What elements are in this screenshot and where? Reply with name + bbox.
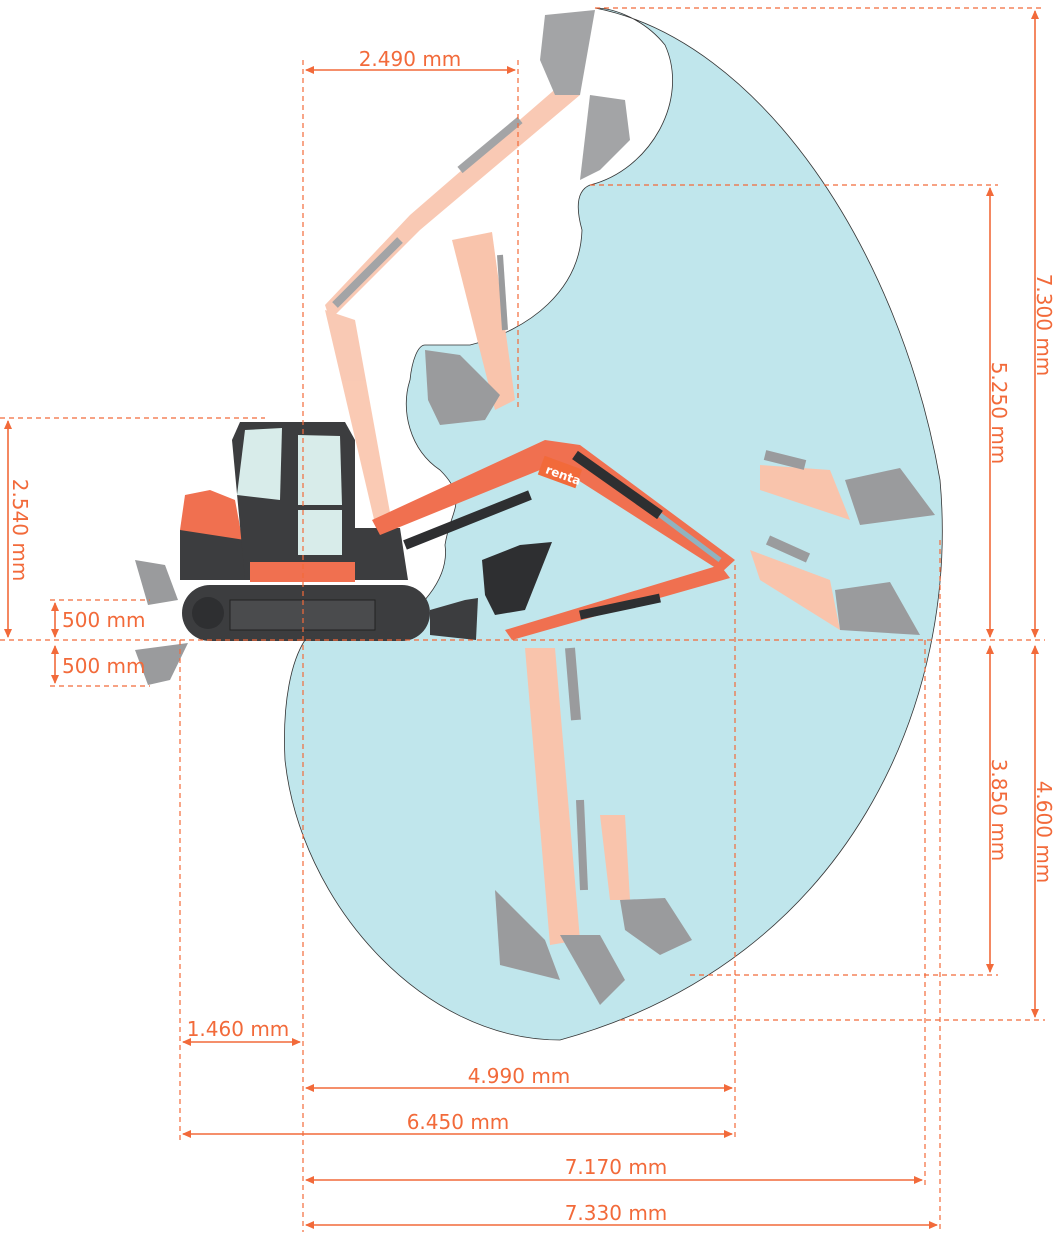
ghost-arm-tuck <box>425 232 515 425</box>
dimension-overall-length: 6.450 mm <box>182 1110 733 1138</box>
svg-text:500 mm: 500 mm <box>62 654 146 678</box>
dimension-min-swing: 4.990 mm <box>305 1064 733 1092</box>
extension-lines <box>0 7 1045 1232</box>
dimension-machine-height: 2.540 mm <box>4 420 32 638</box>
svg-text:2.540 mm: 2.540 mm <box>8 479 32 582</box>
svg-text:7.330 mm: 7.330 mm <box>565 1201 668 1225</box>
dimension-blade-lift: 500 mm <box>51 602 146 638</box>
dimension-vertical-depth: 4.600 mm <box>1031 645 1056 1018</box>
svg-text:4.600 mm: 4.600 mm <box>1032 781 1056 884</box>
svg-text:7.170 mm: 7.170 mm <box>565 1155 668 1179</box>
ghost-arm-down <box>495 647 692 1005</box>
svg-text:3.850 mm: 3.850 mm <box>987 759 1011 862</box>
dimension-tail-length: 1.460 mm <box>182 1017 301 1046</box>
dimension-top-reach: 2.490 mm <box>305 47 516 74</box>
dimension-max-height: 7.300 mm <box>1031 9 1056 638</box>
dimension-dig-depth: 3.850 mm <box>986 645 1011 973</box>
svg-text:6.450 mm: 6.450 mm <box>407 1110 510 1134</box>
ghost-arm-right <box>750 450 935 635</box>
svg-text:1.460 mm: 1.460 mm <box>187 1017 290 1041</box>
ghost-arm-top <box>325 10 630 545</box>
svg-text:2.490 mm: 2.490 mm <box>359 47 462 71</box>
dimension-max-reach: 7.330 mm <box>305 1201 938 1229</box>
blade-up-ghost <box>135 560 178 605</box>
blade-down-ghost <box>135 643 188 685</box>
svg-text:5.250 mm: 5.250 mm <box>987 362 1011 465</box>
dimension-blade-drop: 500 mm <box>51 645 146 684</box>
dimension-dump-height: 5.250 mm <box>986 187 1011 638</box>
svg-text:4.990 mm: 4.990 mm <box>468 1064 571 1088</box>
excavator: renta <box>180 422 735 641</box>
svg-text:7.300 mm: 7.300 mm <box>1032 274 1056 377</box>
dimension-reach-ground: 7.170 mm <box>305 1155 923 1184</box>
svg-text:500 mm: 500 mm <box>62 608 146 632</box>
